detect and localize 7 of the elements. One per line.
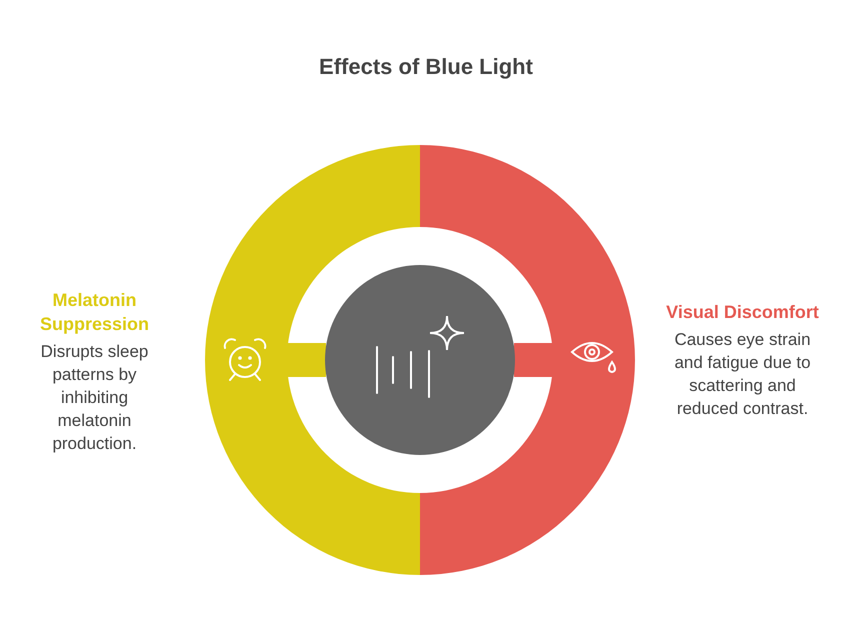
- connector-bar: [285, 343, 326, 377]
- title: Effects of Blue Light: [318, 54, 534, 80]
- description: Causes eye strain and fatigue due to scattering and reduced contrast.: [673, 329, 812, 420]
- heading: Visual Discomfort: [665, 301, 820, 324]
- connector-bar: [514, 343, 555, 377]
- description: Disrupts sleep patterns by inhibiting melatonin production.: [40, 341, 150, 455]
- heading: Melatonin Suppression: [38, 289, 150, 336]
